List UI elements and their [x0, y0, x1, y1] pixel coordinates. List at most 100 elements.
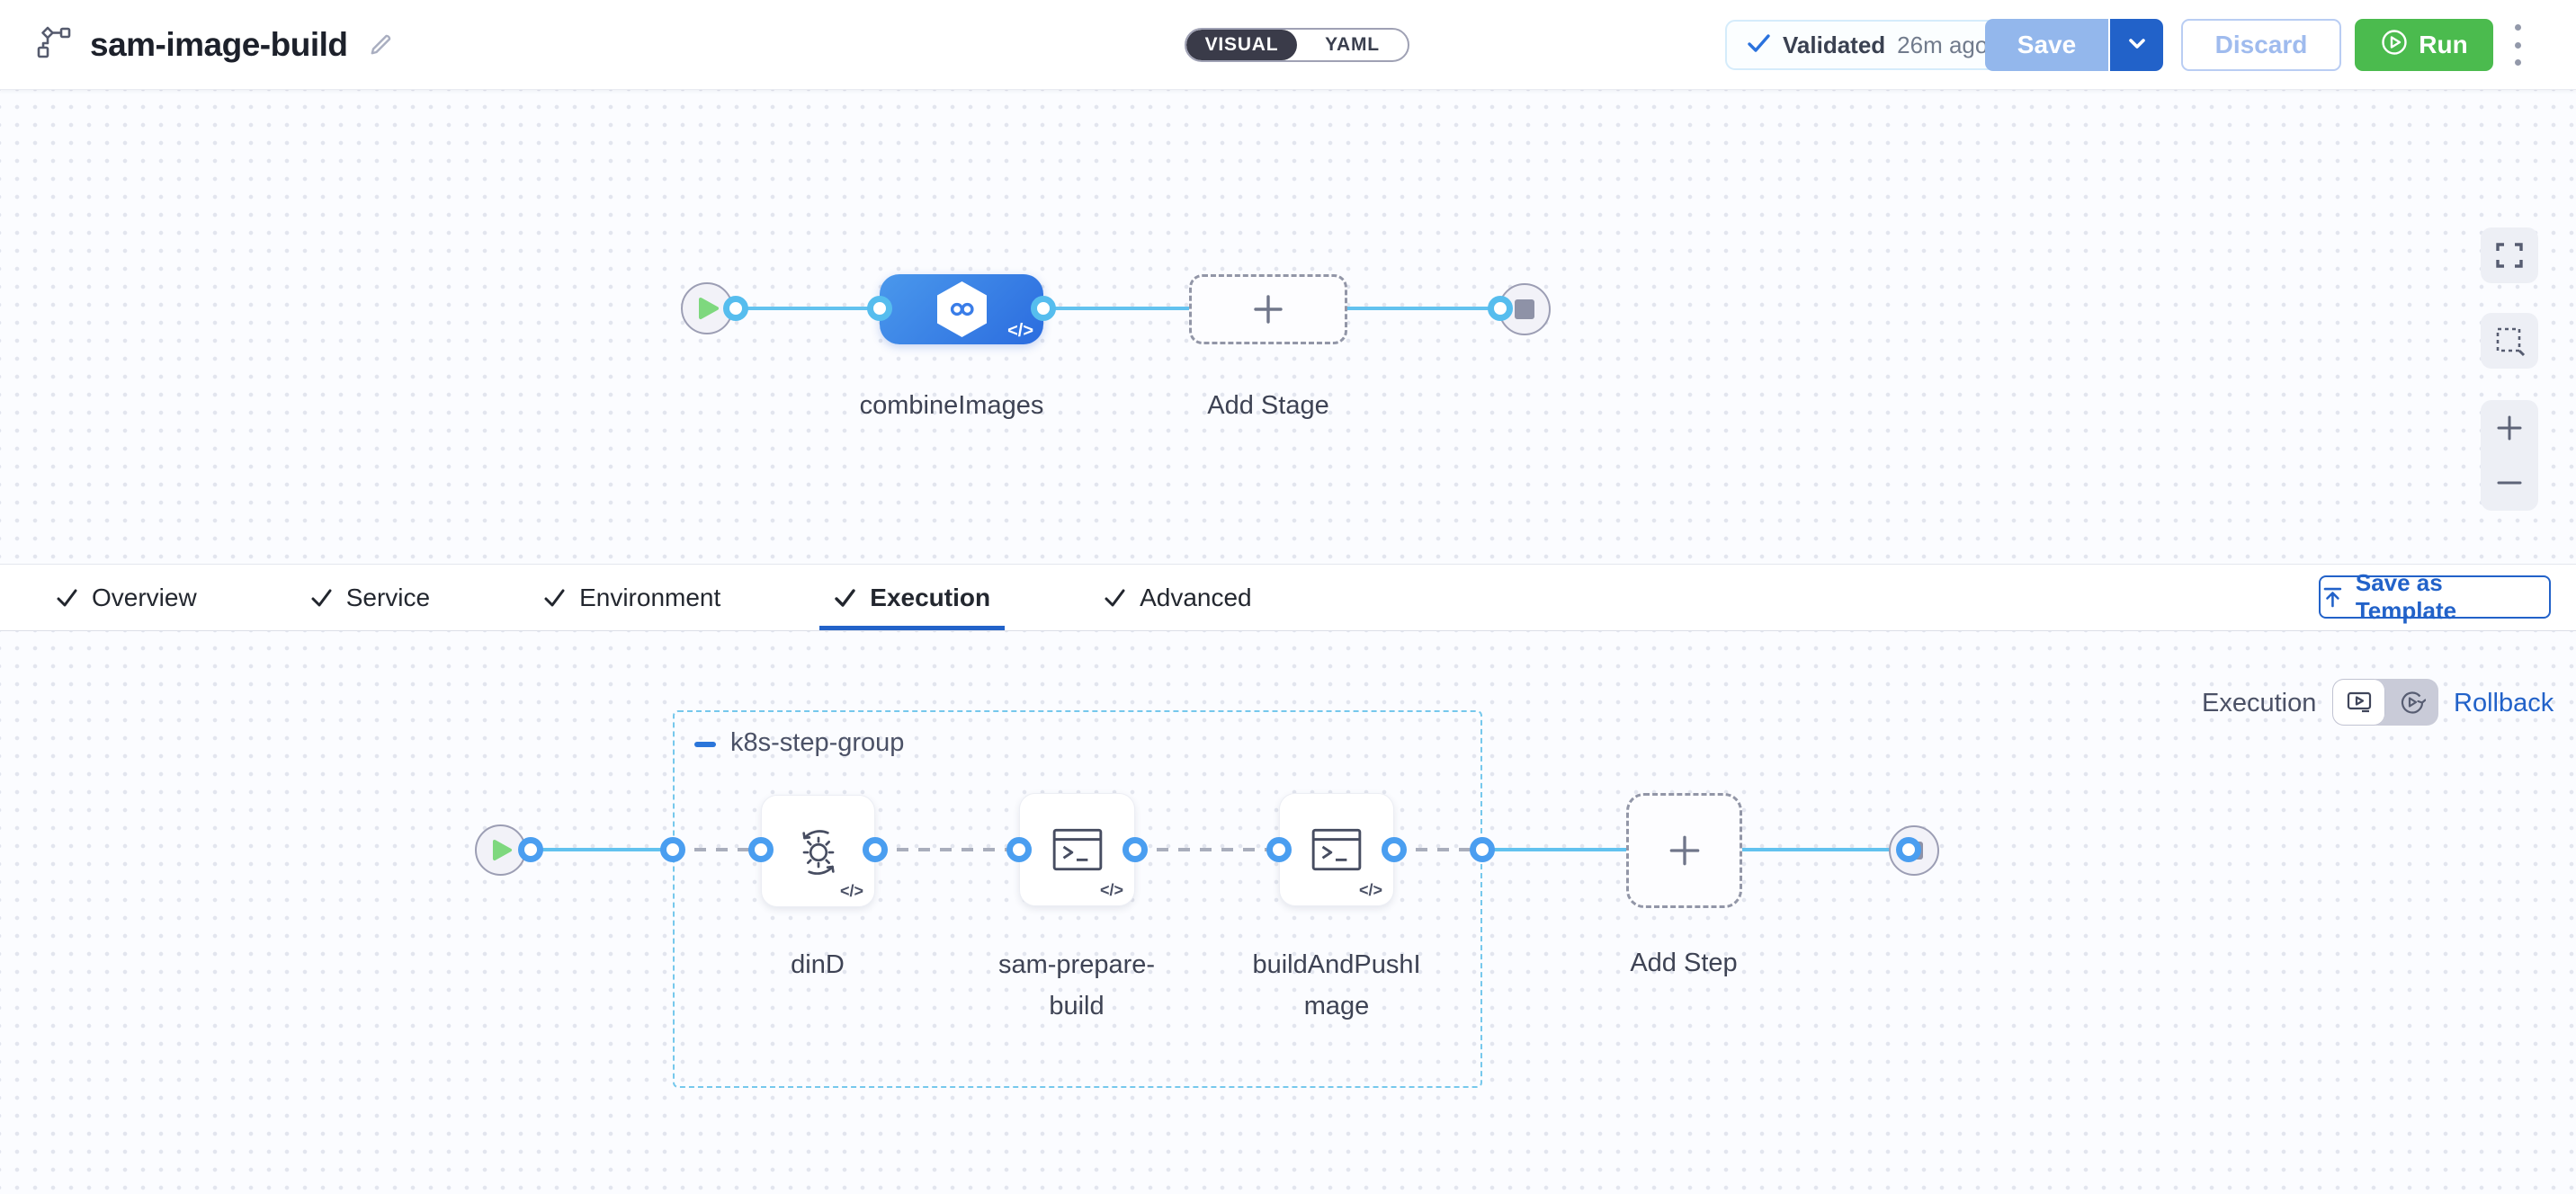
pipeline-icon [32, 25, 72, 64]
edge [1482, 848, 1626, 851]
tab-execution[interactable]: Execution [819, 565, 1005, 630]
rollback-link[interactable]: Rollback [2454, 689, 2554, 717]
save-divider [2108, 19, 2110, 71]
save-as-template-button[interactable]: Save as Template [2319, 569, 2551, 624]
connector-dot [1470, 837, 1495, 862]
connector-dot [723, 296, 748, 321]
save-split-button: Save [1985, 19, 2163, 71]
add-stage-label: Add Stage [1207, 391, 1329, 420]
connector-dot [867, 296, 892, 321]
tab-environment[interactable]: Environment [543, 565, 720, 630]
zoom-out-button[interactable] [2495, 468, 2524, 497]
collapse-group-button[interactable] [694, 742, 716, 747]
tab-label: Overview [92, 583, 197, 611]
check-icon [835, 589, 855, 607]
rollback-view-button[interactable] [2385, 679, 2438, 726]
header: sam-image-build VISUAL YAML Validated 26… [0, 0, 2576, 90]
tab-label: Environment [579, 583, 721, 611]
validated-label: Validated [1783, 31, 1886, 58]
edge-dashed [875, 848, 1019, 851]
step-label: dinD [791, 950, 845, 979]
code-badge: </> [1358, 881, 1382, 899]
edge-start-stage [736, 307, 880, 310]
execution-canvas[interactable]: Execution Rollback k8s-step-group [0, 631, 2576, 1194]
execution-rollback-toggle [2332, 679, 2438, 726]
check-icon [1105, 589, 1125, 607]
run-button[interactable]: Run [2355, 19, 2493, 71]
step-node-sam-prepare-build[interactable]: </> [1019, 793, 1135, 906]
more-options-menu[interactable] [2509, 24, 2526, 66]
zoom-in-button[interactable] [2495, 414, 2524, 442]
toggle-yaml[interactable]: YAML [1325, 34, 1380, 55]
fullscreen-button[interactable] [2481, 227, 2538, 283]
marquee-select-icon [2496, 327, 2526, 357]
add-step-button[interactable] [1626, 793, 1742, 908]
tab-label: Service [345, 583, 431, 611]
play-triangle-icon [699, 298, 719, 319]
validated-time: 26m ago [1897, 31, 1989, 58]
tab-advanced[interactable]: Advanced [1104, 565, 1252, 630]
run-play-icon [2380, 28, 2409, 63]
chevron-down-icon [2125, 31, 2149, 59]
edge-dashed [1394, 848, 1482, 851]
play-triangle-icon [492, 840, 513, 860]
connector-dot [1896, 837, 1921, 862]
step-node-buildandpushimage[interactable]: </> [1279, 793, 1394, 906]
rollback-icon [2401, 691, 2426, 714]
tab-service[interactable]: Service [310, 565, 430, 630]
execution-view-label: Execution [2202, 689, 2317, 717]
visual-yaml-toggle[interactable]: VISUAL YAML [1185, 28, 1409, 62]
execution-view-button[interactable] [2332, 679, 2385, 726]
code-badge: </> [1099, 881, 1123, 899]
edge-dashed [1135, 848, 1279, 851]
edge-dashed [673, 848, 761, 851]
step-label: buildAndPushImage [1252, 950, 1421, 1020]
tab-label: Execution [870, 583, 991, 611]
code-badge: </> [839, 882, 863, 900]
zoom-controls [2481, 400, 2538, 511]
add-stage-button[interactable] [1189, 274, 1347, 344]
stage-canvas[interactable]: </> combineImages Add Stage [0, 90, 2576, 565]
save-button[interactable]: Save [1985, 19, 2108, 71]
check-icon [544, 589, 565, 607]
stop-square-icon [1515, 299, 1534, 319]
terminal-icon [1311, 828, 1362, 871]
stage-config-tabs: Overview Service Environment Execution A… [0, 565, 2576, 631]
edit-pencil-icon[interactable] [366, 29, 393, 60]
discard-button[interactable]: Discard [2181, 19, 2341, 71]
run-label: Run [2419, 31, 2468, 58]
connector-dot [748, 837, 774, 862]
sync-gear-icon [801, 829, 835, 875]
connector-dot [518, 837, 543, 862]
fullscreen-icon [2496, 243, 2523, 268]
step-group-box[interactable] [673, 710, 1482, 1088]
start-node [681, 282, 733, 334]
save-as-template-label: Save as Template [2355, 569, 2457, 624]
connector-dot [1266, 837, 1292, 862]
connector-dot [1031, 296, 1056, 321]
step-label: sam-prepare-build [997, 950, 1156, 1020]
end-node [1498, 283, 1551, 335]
connector-dot [1488, 296, 1513, 321]
validated-badge[interactable]: Validated 26m ago [1725, 20, 2010, 70]
connector-dot [1123, 837, 1148, 862]
edge-addstage-end [1347, 307, 1500, 310]
code-badge: </> [1007, 321, 1033, 341]
tab-overview[interactable]: Overview [56, 565, 197, 630]
step-node-dind[interactable]: </> [761, 795, 875, 907]
check-icon [1747, 31, 1771, 59]
edge [1742, 848, 1909, 851]
add-step-label: Add Step [1630, 949, 1738, 977]
save-dropdown-button[interactable] [2110, 19, 2163, 71]
hexagon-infinity-icon [937, 281, 987, 337]
edge [531, 848, 673, 851]
stage-node-combineimages[interactable]: </> [880, 274, 1043, 344]
plus-icon [1669, 835, 1699, 866]
toggle-visual[interactable]: VISUAL [1186, 30, 1297, 60]
check-icon [57, 589, 77, 607]
marquee-select-button[interactable] [2481, 313, 2538, 369]
page-title: sam-image-build [90, 25, 348, 63]
tab-label: Advanced [1140, 583, 1252, 611]
connector-dot [1006, 837, 1032, 862]
